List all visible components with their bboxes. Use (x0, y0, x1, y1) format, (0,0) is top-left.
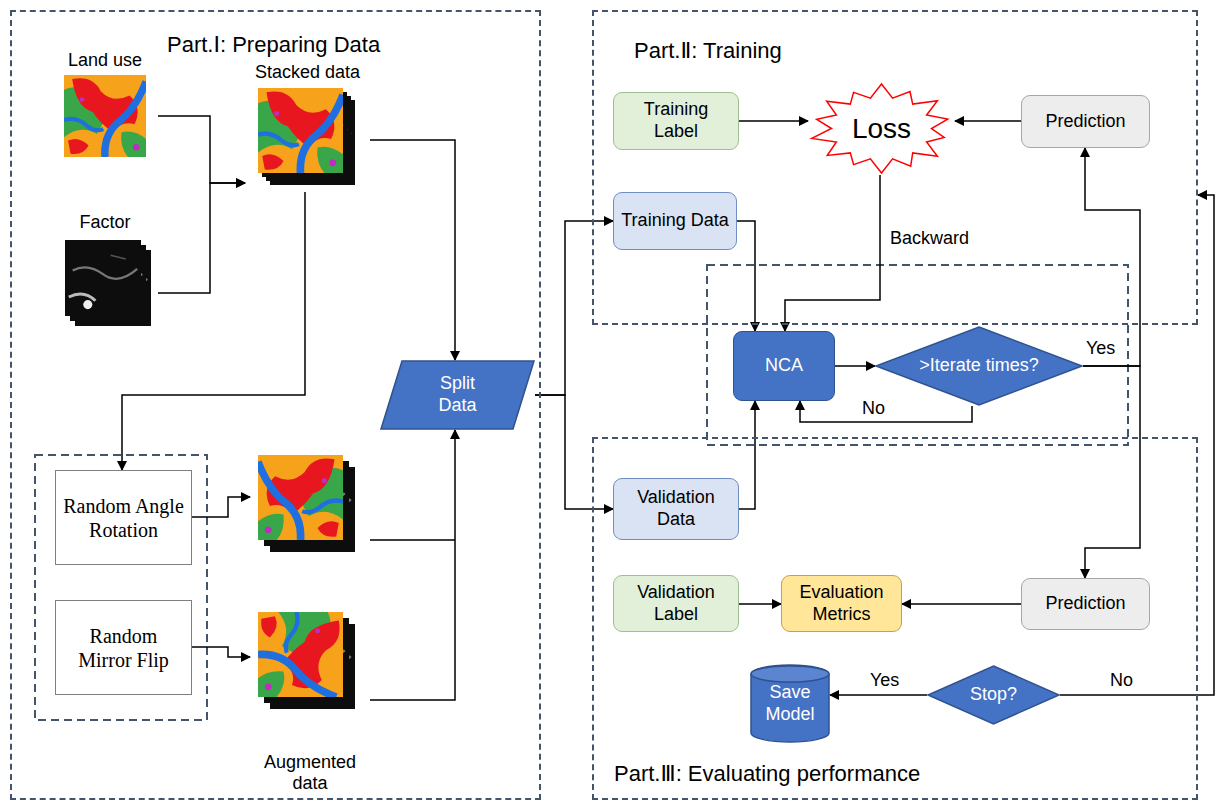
image-caption: Land use (68, 50, 142, 72)
node-text: Validation Data (620, 487, 732, 530)
connector (535, 395, 613, 509)
model-box: NCA (733, 331, 835, 401)
prediction-box: Prediction (1021, 95, 1150, 148)
augmented-map-flipped (258, 455, 343, 540)
node-text: Evaluation Metrics (788, 582, 895, 625)
node-text: Random Angle Rotation (62, 494, 185, 542)
land-use-map (64, 75, 146, 157)
node-text: >Iterate times? (919, 355, 1039, 377)
connector (739, 401, 755, 509)
part-title: Part.Ⅱ: Training (634, 38, 782, 64)
image-node: Augmented data (250, 450, 370, 795)
connector (955, 120, 1021, 122)
image-node: Stacked data (245, 62, 370, 192)
cylinder-top (751, 666, 829, 682)
decision-diamond: Stop? (927, 665, 1060, 725)
connector (785, 175, 880, 331)
connector (737, 221, 755, 331)
connector (158, 116, 245, 183)
connector (902, 603, 1021, 605)
split-parallelogram: Split Data (380, 360, 535, 430)
part-title: Part.Ⅰ: Preparing Data (167, 32, 380, 58)
edge-label: No (860, 398, 887, 419)
connector (122, 192, 305, 470)
connector (370, 430, 455, 700)
edge-label: Backward (888, 228, 971, 249)
factor-layer (65, 240, 141, 316)
data-box: Validation Data (613, 478, 739, 540)
image-node: Factor (52, 212, 158, 332)
data-box: Training Data (613, 192, 737, 250)
node-text: Prediction (1045, 111, 1125, 133)
augment-box: Random Angle Rotation (55, 470, 192, 565)
node-text: Split Data (426, 373, 490, 416)
connector (535, 221, 613, 395)
decision-diamond: >Iterate times? (875, 326, 1083, 406)
training-loop-group (707, 265, 1128, 445)
node-text: Training Label (620, 99, 732, 142)
part-panel: Part.Ⅲ: Evaluating performance Validation… (592, 437, 1198, 800)
connector (830, 694, 927, 696)
connector (192, 497, 250, 517)
node-text: Loss (852, 112, 911, 146)
part-title: Part.Ⅲ: Evaluating performance (614, 761, 920, 787)
image-node: Land use (52, 50, 158, 160)
stacked-map (258, 88, 343, 173)
diamond-shape (876, 327, 1082, 405)
augmented-map-rotated (258, 612, 343, 697)
loss-star: Loss (808, 82, 955, 175)
connector (739, 603, 781, 605)
star-shape (812, 84, 948, 173)
connector (192, 647, 250, 657)
augmentation-group (35, 455, 207, 720)
edge-label: Yes (868, 670, 901, 691)
connector (1083, 148, 1140, 366)
node-text: Training Data (621, 210, 728, 232)
connector (739, 120, 808, 122)
node-text: Validation Label (620, 582, 732, 625)
node-text: Stop? (970, 684, 1017, 706)
metrics-box: Evaluation Metrics (781, 575, 902, 632)
save-cylinder: Save Model (750, 665, 830, 742)
connector (158, 183, 245, 293)
image-caption: Factor (79, 212, 130, 234)
label-box: Validation Label (613, 575, 739, 632)
node-text: Save Model (764, 682, 816, 725)
node-text: Prediction (1045, 593, 1125, 615)
connector (835, 365, 875, 367)
edge-label: No (1108, 670, 1135, 691)
part-panel: Part.Ⅱ: TrainingTraining Label Loss Predic… (592, 10, 1198, 325)
node-text: Random Mirror Flip (62, 624, 185, 672)
image-caption: Augmented data (250, 752, 370, 795)
label-box: Training Label (613, 92, 739, 150)
image-caption: Stacked data (255, 62, 360, 84)
cylinder-body (751, 665, 829, 742)
edge-label: Yes (1084, 338, 1117, 359)
prediction-box: Prediction (1021, 578, 1150, 630)
parallelogram-shape (381, 361, 534, 429)
connector (370, 140, 455, 360)
node-text: NCA (765, 355, 803, 377)
connector (1083, 366, 1140, 578)
diamond-shape (928, 666, 1059, 724)
augment-box: Random Mirror Flip (55, 600, 192, 695)
